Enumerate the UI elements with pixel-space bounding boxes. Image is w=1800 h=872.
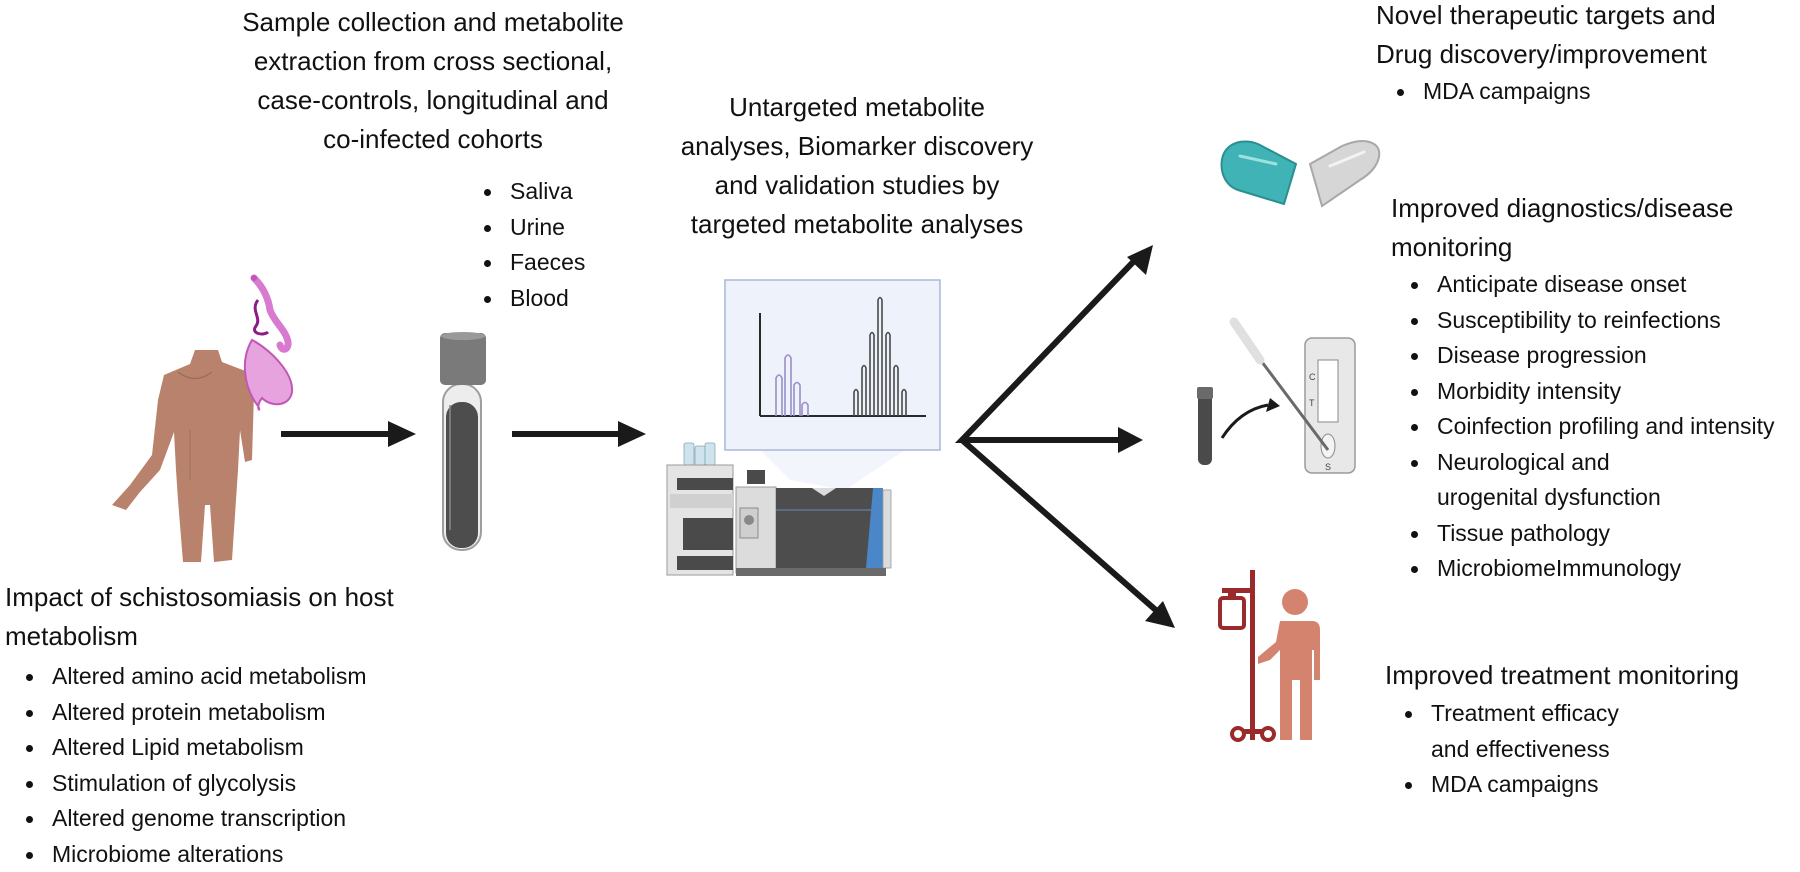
sample-type-list: Saliva Urine Faeces Blood: [481, 174, 585, 316]
list-item: Urine: [481, 210, 585, 246]
title-line: targeted metabolite analyses: [647, 205, 1067, 244]
list-item: Faeces: [481, 245, 585, 281]
capsule-icon: [1222, 141, 1380, 206]
list-item: MDA campaigns: [1394, 74, 1590, 110]
list-item: MicrobiomeImmunology: [1408, 551, 1800, 587]
title-line: monitoring: [1391, 228, 1734, 267]
list-item: Altered protein metabolism: [23, 695, 366, 731]
list-item: Altered Lipid metabolism: [23, 730, 366, 766]
host-impact-title: Impact of schistosomiasis on host metabo…: [5, 578, 394, 656]
list-item: Altered genome transcription: [23, 801, 366, 837]
list-item: Neurological and urogenital dysfunction: [1408, 445, 1687, 516]
rapid-test-icon: C T S: [1197, 322, 1355, 473]
arrow-icon: [281, 421, 416, 447]
list-item: Blood: [481, 281, 585, 317]
test-label-s: S: [1325, 462, 1331, 472]
drug-discovery-title: Novel therapeutic targets and Drug disco…: [1376, 0, 1716, 74]
list-item: Susceptibility to reinfections: [1408, 303, 1800, 339]
list-item: Anticipate disease onset: [1408, 267, 1800, 303]
list-item: Saliva: [481, 174, 585, 210]
iv-drip-patient-icon: [1220, 570, 1320, 740]
title-line: Novel therapeutic targets and: [1376, 0, 1716, 35]
list-item: Altered amino acid metabolism: [23, 659, 366, 695]
list-item: Coinfection profiling and intensity: [1408, 409, 1800, 445]
schistosome-parasite-icon: [245, 275, 292, 410]
test-label-c: C: [1309, 372, 1316, 382]
diagnostics-list: Anticipate disease onset Susceptibility …: [1408, 267, 1800, 587]
list-item: MDA campaigns: [1402, 767, 1662, 803]
treatment-title: Improved treatment monitoring: [1385, 656, 1739, 695]
treatment-list: Treatment efficacy and effectiveness MDA…: [1402, 696, 1662, 803]
arrow-icon: [512, 421, 646, 447]
drug-discovery-list: MDA campaigns: [1394, 74, 1590, 110]
list-item: Morbidity intensity: [1408, 374, 1800, 410]
title-line: Improved treatment monitoring: [1385, 656, 1739, 695]
list-item: Tissue pathology: [1408, 516, 1800, 552]
title-line: extraction from cross sectional,: [213, 42, 653, 81]
chromatogram-icon: [725, 280, 940, 490]
title-line: metabolism: [5, 617, 394, 656]
list-item: Treatment efficacy and effectiveness: [1402, 696, 1662, 767]
list-item: Disease progression: [1408, 338, 1800, 374]
title-line: Drug discovery/improvement: [1376, 35, 1716, 74]
host-impact-list: Altered amino acid metabolism Altered pr…: [23, 659, 366, 872]
human-body-icon: [112, 350, 254, 562]
sample-collection-title: Sample collection and metabolite extract…: [213, 3, 653, 159]
blood-tube-icon: [440, 332, 486, 550]
list-item: Microbiome alterations: [23, 837, 366, 872]
list-item: Stimulation of glycolysis: [23, 766, 366, 802]
metabolite-analysis-title: Untargeted metabolite analyses, Biomarke…: [647, 88, 1067, 244]
title-line: and validation studies by: [647, 166, 1067, 205]
diagnostics-title: Improved diagnostics/disease monitoring: [1391, 189, 1734, 267]
title-line: Untargeted metabolite: [647, 88, 1067, 127]
title-line: analyses, Biomarker discovery: [647, 127, 1067, 166]
test-label-t: T: [1309, 398, 1315, 408]
arrow-icon: [1118, 245, 1175, 628]
title-line: Improved diagnostics/disease: [1391, 189, 1734, 228]
title-line: Impact of schistosomiasis on host: [5, 578, 394, 617]
title-line: Sample collection and metabolite: [213, 3, 653, 42]
title-line: co-infected cohorts: [213, 120, 653, 159]
title-line: case-controls, longitudinal and: [213, 81, 653, 120]
